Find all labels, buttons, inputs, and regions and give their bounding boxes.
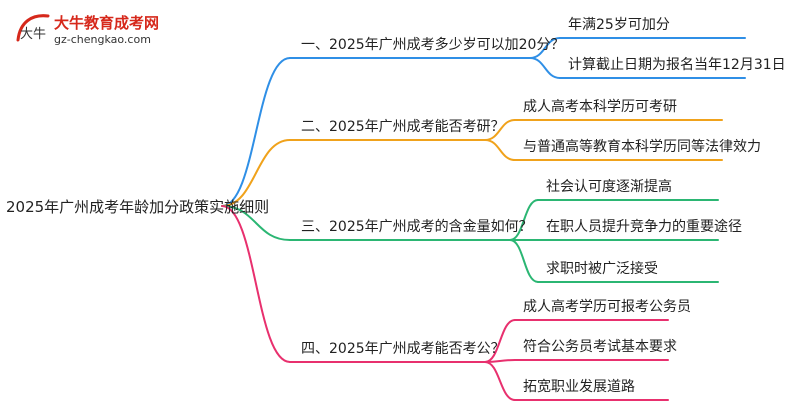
branch-4-leaf: 拓宽职业发展道路 xyxy=(523,379,635,395)
branch-to-leaf-curve xyxy=(484,319,516,363)
logo-title: 大牛教育成考网 xyxy=(54,14,160,32)
root-to-branch-curve xyxy=(221,205,291,363)
branch-to-leaf-curve xyxy=(509,199,539,241)
branch-3-leaf: 求职时被广泛接受 xyxy=(546,261,658,277)
branch-4-leaf: 符合公务员考试基本要求 xyxy=(523,339,677,355)
branch-to-leaf-curve xyxy=(484,361,516,401)
branch-to-leaf-curve xyxy=(529,57,561,79)
branch-3-label: 三、2025年广州成考的含金量如何？ xyxy=(301,219,533,235)
logo-url: gz-chengkao.com xyxy=(54,33,151,46)
brand-mark-text: 大牛 xyxy=(20,27,46,42)
branch-4-leaf: 成人高考学历可报考公务员 xyxy=(523,299,691,315)
branch-2-label: 二、2025年广州成考能否考研？ xyxy=(301,119,505,135)
branch-3-leaf: 在职人员提升竞争力的重要途径 xyxy=(546,219,742,235)
brand-mark-icon: 大牛 xyxy=(16,14,50,42)
branch-1-label: 一、2025年广州成考多少岁可以加20分？ xyxy=(301,37,565,53)
site-logo[interactable]: 大牛 大牛教育成考网 gz-chengkao.com xyxy=(14,8,164,52)
root-to-branch-curve xyxy=(221,139,291,207)
mindmap-connectors xyxy=(221,37,746,401)
branch-1-leaf: 年满25岁可加分 xyxy=(568,17,670,33)
branch-2-leaf: 成人高考本科学历可考研 xyxy=(523,99,677,115)
root-to-branch-curve xyxy=(221,205,291,241)
branch-to-leaf-curve xyxy=(509,239,539,283)
mindmap-root-topic: 2025年广州成考年龄加分政策实施细则 xyxy=(6,198,270,216)
branch-3-leaf: 社会认可度逐渐提高 xyxy=(546,179,672,195)
branch-1-leaf: 计算截止日期为报名当年12月31日 xyxy=(568,57,786,73)
branch-to-leaf-curve xyxy=(484,139,516,161)
root-to-branch-curve xyxy=(221,57,291,207)
branch-4-label: 四、2025年广州成考能否考公？ xyxy=(301,341,505,357)
branch-2-leaf: 与普通高等教育本科学历同等法律效力 xyxy=(523,139,761,155)
